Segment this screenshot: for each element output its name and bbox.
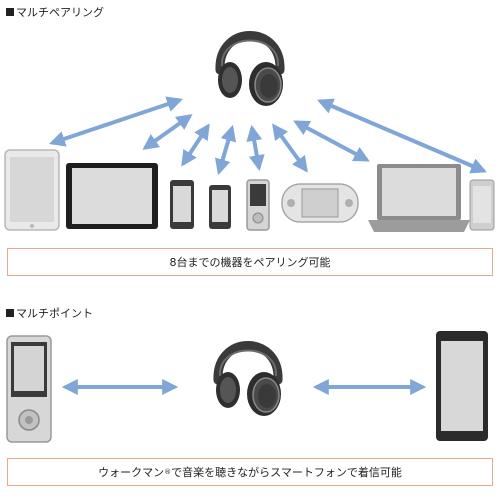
multipoint-caption: ウォークマン®で音楽を聴きながらスマートフォンで着信可能	[7, 458, 493, 486]
laptop-icon	[368, 164, 470, 232]
caption-text-post: で音楽を聴きながらスマートフォンで着信可能	[171, 466, 402, 479]
tv-icon	[66, 163, 158, 229]
caption-text: 8台までの機器をペアリング可能	[169, 256, 331, 269]
arrow-phone2	[214, 124, 237, 176]
smartphone-icon	[436, 331, 488, 441]
pairing-arrows	[48, 96, 487, 176]
section-heading-multipoint: マルチポイント	[6, 305, 93, 321]
multipairing-caption: 8台までの機器をペアリング可能	[7, 248, 493, 276]
registered-mark: ®	[164, 468, 172, 476]
arrow-laptop	[293, 120, 370, 162]
smartphone-icon	[469, 179, 495, 231]
section-heading-multipairing: マルチペアリング	[6, 4, 104, 20]
bullet-square	[6, 309, 14, 317]
smartphone-icon	[170, 180, 194, 229]
headphones-icon	[218, 36, 283, 107]
walkman-icon	[246, 179, 270, 231]
arrow-walkman	[246, 124, 265, 172]
arrow-console	[272, 123, 308, 173]
arrow-tablet	[48, 96, 184, 147]
arrow-phone1	[181, 123, 210, 167]
walkman-icon	[6, 335, 52, 443]
arrow-phone3	[317, 98, 487, 174]
caption-text-pre: ウォークマン	[98, 466, 165, 479]
headphones-icon	[216, 346, 281, 417]
tablet-icon	[4, 149, 60, 231]
smartphone-icon	[209, 185, 231, 229]
heading-text: マルチポイント	[16, 307, 93, 320]
game-console-icon	[281, 183, 359, 223]
bullet-square	[6, 8, 14, 16]
heading-text: マルチペアリング	[16, 6, 104, 19]
arrow-tv	[142, 114, 193, 150]
